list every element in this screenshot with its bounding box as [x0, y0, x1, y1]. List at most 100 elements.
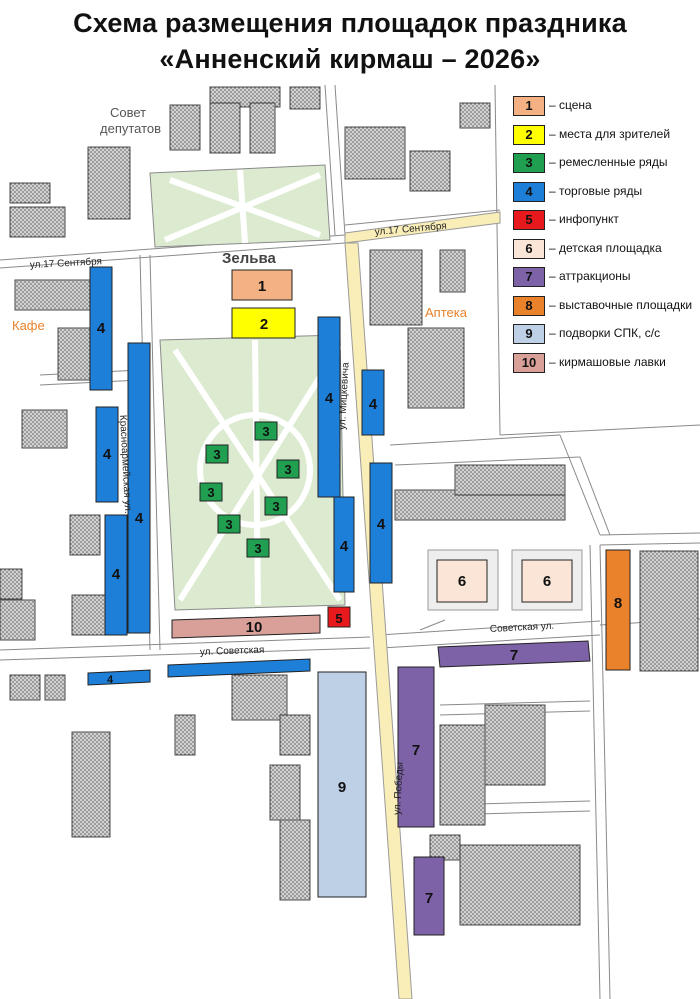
legend-label: – сцена — [549, 98, 592, 112]
zone-crafts-5 — [264, 496, 288, 516]
legend-swatch: 9 — [513, 324, 545, 344]
street-sept17-right: ул.17 Сентября — [374, 220, 447, 238]
zone-trade-1 — [89, 266, 113, 391]
label-kids-2: 6 — [543, 573, 551, 590]
street-krasnoarm: Красноармейская ул. — [117, 415, 133, 514]
legend-item: 3 – ремесленные ряды — [513, 153, 700, 173]
label-crafts-7: 3 — [254, 541, 261, 556]
festival-map: 1 2 4 4 4 4 4 4 4 4 4 3 3 3 3 3 3 3 10 5… — [0, 85, 700, 999]
label-kirmash: 10 — [246, 619, 263, 636]
zones — [87, 266, 631, 936]
zone-trade-10 — [167, 658, 311, 678]
zone-rides-2 — [397, 666, 435, 828]
legend-swatch: 1 — [513, 96, 545, 116]
title-line-1: Схема размещения площадок праздника — [73, 8, 627, 38]
street-pobedy: ул. Победы — [391, 762, 406, 815]
legend-swatch: 3 — [513, 153, 545, 173]
legend-label: – аттракционы — [549, 269, 631, 283]
zone-kirmash — [171, 614, 321, 639]
label-trade-4: 4 — [135, 510, 144, 527]
zone-farm — [317, 671, 367, 898]
legend-swatch: 5 — [513, 210, 545, 230]
label-rides-1: 7 — [510, 647, 518, 664]
label-rides-2: 7 — [412, 742, 420, 759]
street-sovetskaya-left: ул. Советская — [200, 645, 265, 658]
zone-stage — [231, 269, 293, 301]
legend-item: 2– места для зрителей — [513, 124, 700, 145]
label-crafts-6: 3 — [225, 517, 232, 532]
zone-expo — [605, 549, 631, 671]
label-crafts-5: 3 — [272, 499, 279, 514]
zone-crafts-6 — [217, 514, 241, 534]
zone-trade-4 — [127, 342, 151, 634]
zone-trade-9 — [87, 669, 151, 686]
legend-item: 6 – детская площадка — [513, 238, 700, 259]
label-trade-2: 4 — [103, 446, 112, 463]
label-trade-3: 4 — [112, 566, 121, 583]
buildings — [0, 86, 699, 926]
legend-label: – инфопункт — [549, 212, 619, 226]
label-crafts-4: 3 — [207, 485, 214, 500]
legend-label: – подворки СПК, с/с — [549, 326, 661, 340]
zone-info — [327, 606, 351, 628]
label-crafts-3: 3 — [284, 462, 291, 477]
legend-item: 9 – подворки СПК, с/с — [513, 324, 700, 344]
place-sovet: Совет депутатов — [100, 105, 161, 136]
legend-swatch: 2 — [513, 124, 545, 145]
legend-item: 1 – сцена — [513, 96, 700, 116]
label-kids-1: 6 — [458, 573, 466, 590]
place-apteka: Аптека — [425, 305, 468, 320]
label-farm: 9 — [338, 779, 346, 796]
title-line-2: «Анненский кирмаш – 2026» — [159, 44, 541, 74]
legend-swatch: 10 — [513, 352, 545, 373]
label-seats: 2 — [260, 316, 268, 333]
zone-numbers: 1 2 4 4 4 4 4 4 4 4 4 3 3 3 3 3 3 3 10 5… — [97, 278, 622, 907]
legend-label: – кирмашовые лавки — [549, 354, 666, 369]
street-mickev: ул. Мицкевича — [337, 362, 352, 430]
zone-rides-1 — [437, 640, 591, 668]
street-sovetskaya-right: Советская ул. — [490, 621, 555, 635]
legend-swatch: 6 — [513, 238, 545, 259]
legend-label: – выставочные площадки — [549, 297, 693, 312]
zone-seats — [231, 307, 296, 339]
legend-label: – детская площадка — [549, 240, 662, 255]
label-trade-5: 4 — [325, 390, 334, 407]
place-zelva: Зельва — [222, 250, 277, 267]
legend-swatch: 8 — [513, 295, 545, 316]
zone-crafts-7 — [246, 538, 270, 558]
street-network — [0, 85, 700, 999]
zone-crafts-1 — [254, 421, 278, 441]
label-trade-8: 4 — [377, 516, 386, 533]
place-cafe: Кафе — [12, 318, 45, 333]
legend-item: 7 – аттракционы — [513, 267, 700, 287]
label-stage: 1 — [258, 278, 266, 295]
label-trade-1: 4 — [97, 320, 106, 337]
legend-label: – торговые ряды — [549, 183, 643, 198]
zone-kids-2 — [521, 559, 573, 603]
legend-item: 10 – кирмашовые лавки — [513, 352, 700, 373]
zone-trade-8 — [369, 462, 393, 584]
legend-item: 4 – торговые ряды — [513, 181, 700, 202]
park-paths — [163, 169, 343, 606]
label-trade-9: 4 — [107, 674, 114, 686]
legend-swatch: 7 — [513, 267, 545, 287]
place-names: Совет депутатов Зельва Кафе Аптека — [12, 105, 468, 333]
legend-item: 8 – выставочные площадки — [513, 295, 700, 316]
zone-trade-5 — [317, 316, 341, 498]
zone-trade-6 — [333, 496, 355, 593]
label-rides-3: 7 — [425, 890, 433, 907]
zone-trade-7 — [361, 369, 385, 436]
label-trade-7: 4 — [369, 396, 378, 413]
street-sept17-left: ул.17 Сентября — [30, 255, 103, 271]
zone-crafts-4 — [199, 482, 223, 502]
legend-item: 5 – инфопункт — [513, 210, 700, 230]
legend-swatch: 4 — [513, 181, 545, 202]
legend-label: – ремесленные ряды — [549, 155, 668, 169]
zone-crafts-2 — [205, 444, 229, 464]
zone-trade-2 — [95, 406, 119, 503]
zone-trade-3 — [104, 514, 128, 636]
label-expo: 8 — [614, 595, 622, 612]
zone-kids-1 — [436, 559, 488, 603]
label-crafts-1: 3 — [262, 424, 269, 439]
label-trade-6: 4 — [340, 538, 349, 555]
